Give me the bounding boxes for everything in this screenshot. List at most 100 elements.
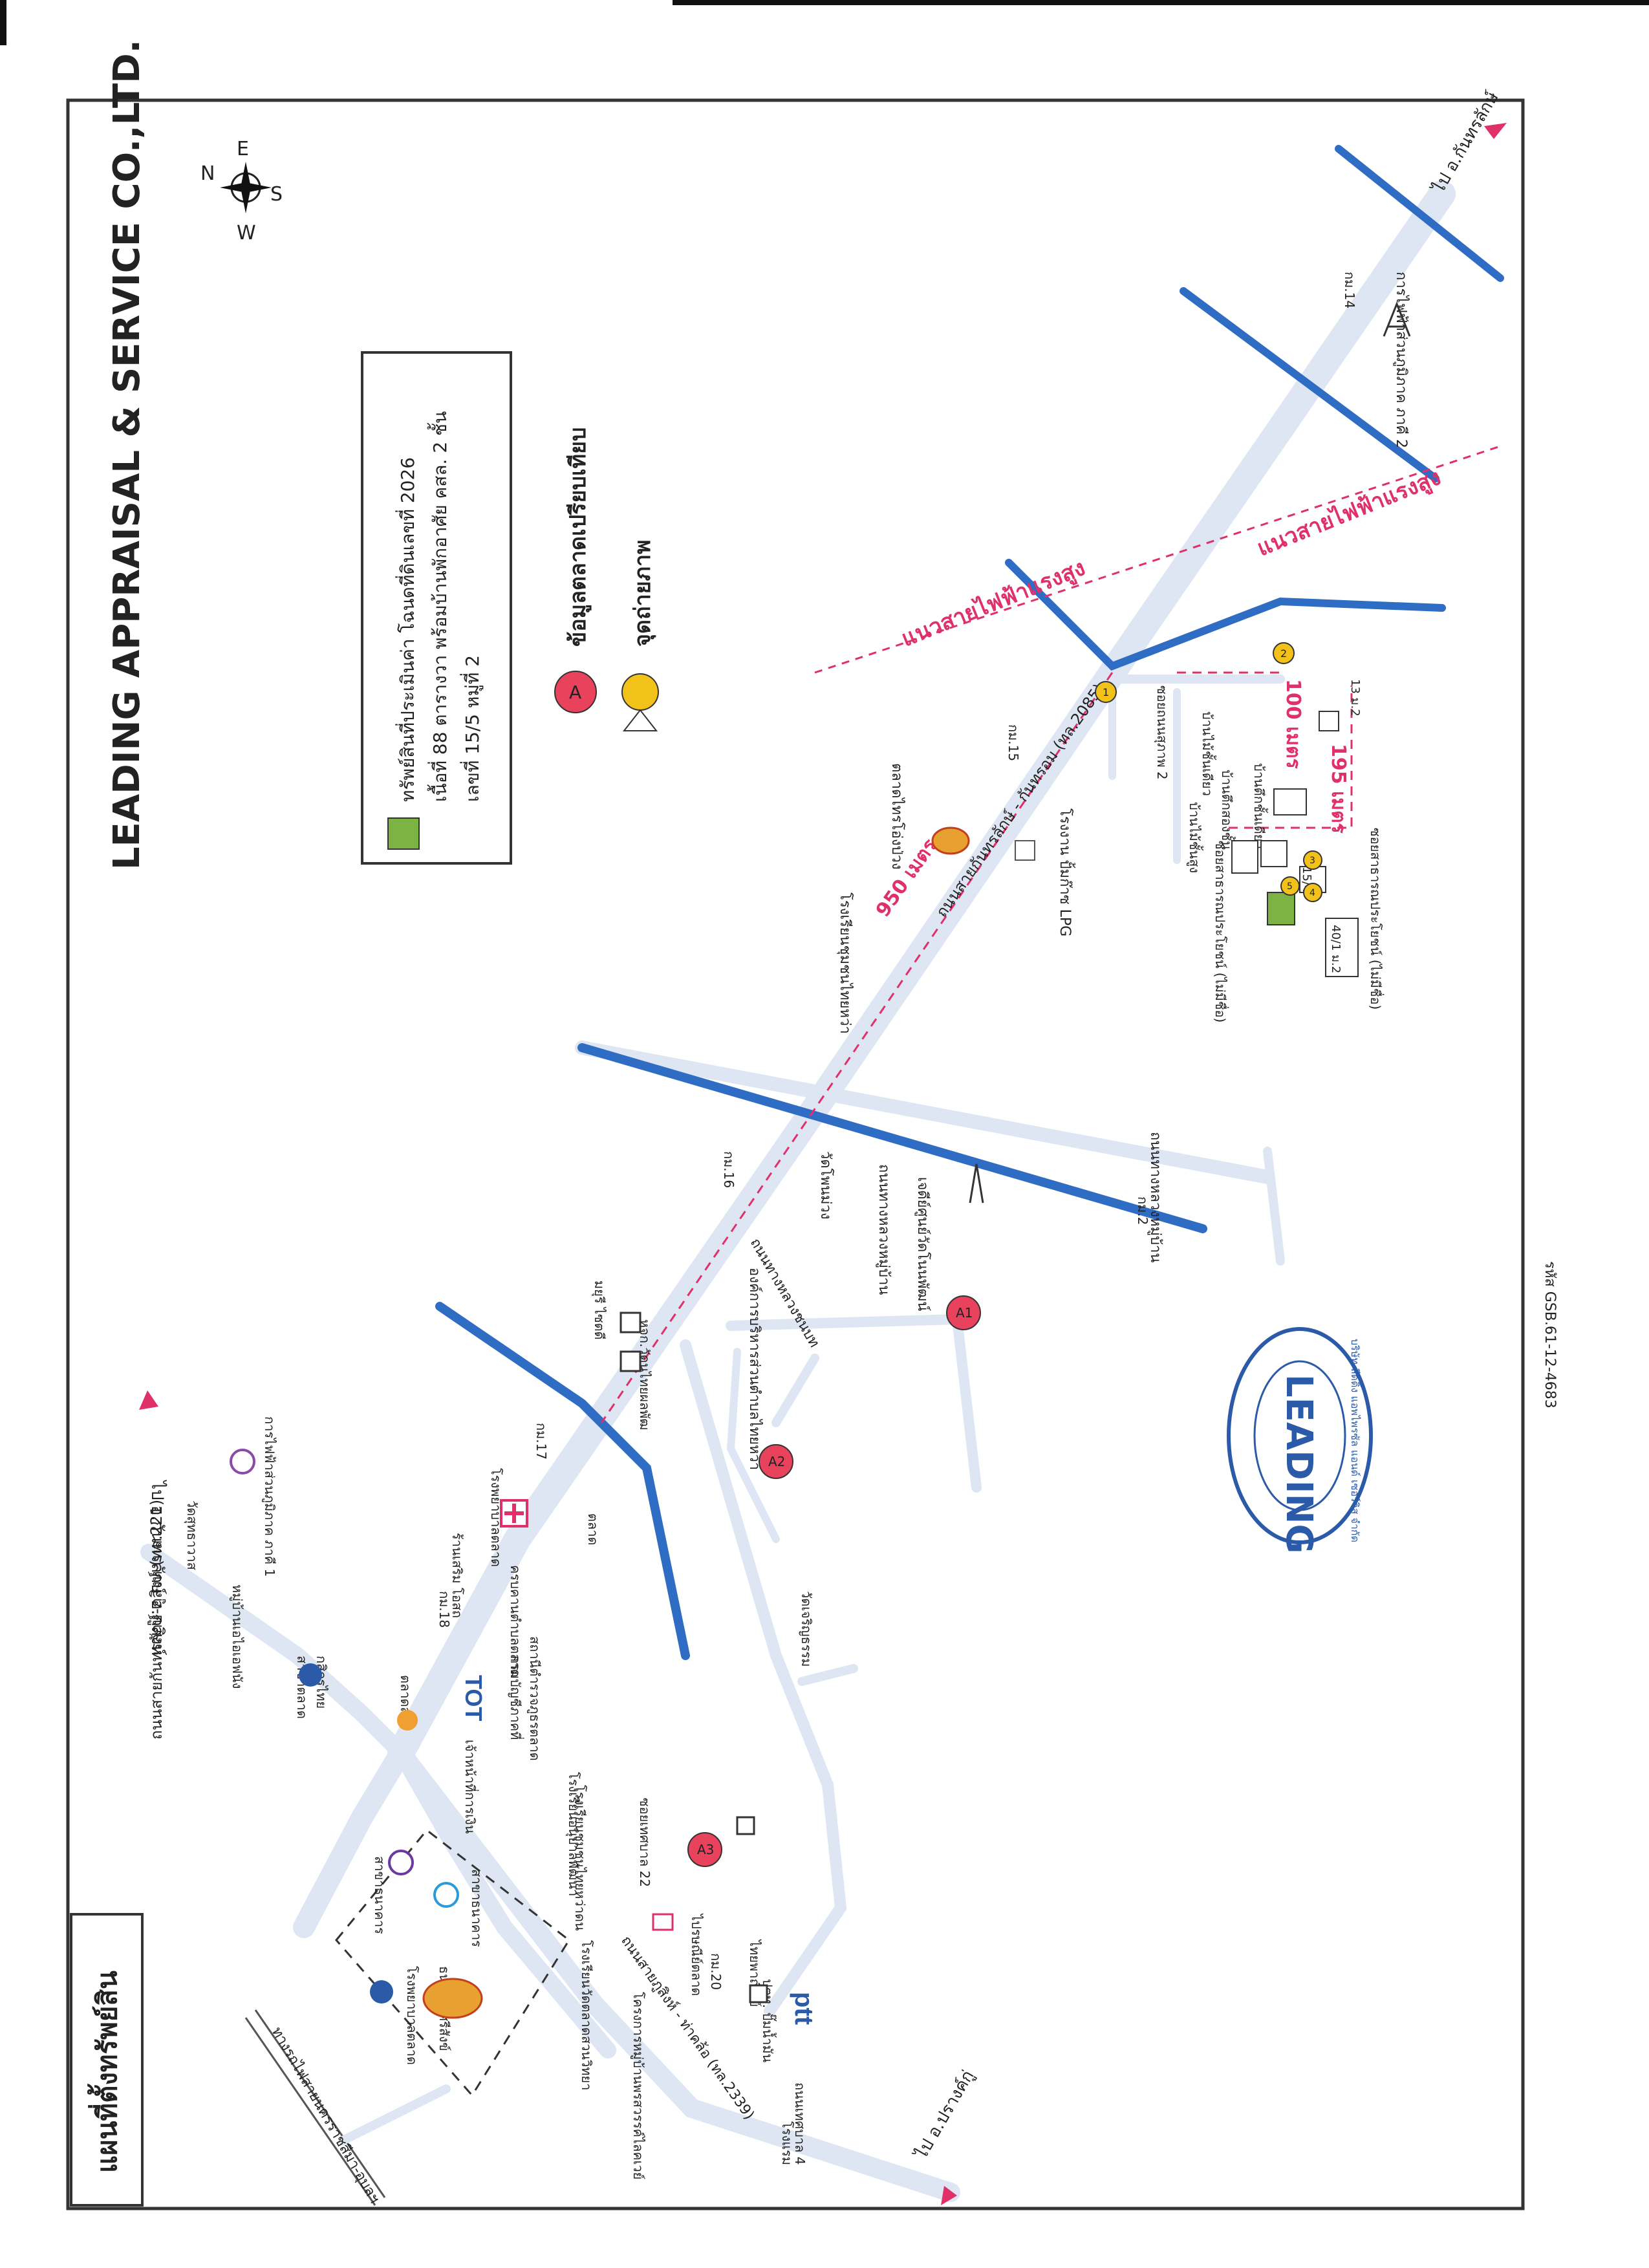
photo-point-1-label: 1 — [1103, 686, 1109, 698]
comparable-a1-label: A1 — [956, 1305, 973, 1321]
comparable-markers: A1 A2 A3 — [687, 1295, 981, 1867]
landmark-pea-1: การไฟฟ้าส่วนภูมิภาค ภาคี 1 — [261, 1416, 277, 1577]
km-18: กม.18 — [436, 1591, 452, 1628]
landmark-market: ตลาดไทรโอ่งป่วง — [889, 763, 905, 870]
legend-comparable: A ข้อมูลตลาดเปรียบเทียบ — [554, 427, 597, 713]
landmark-bank-1: สาขาธนาคาร — [372, 1856, 387, 1934]
company-name: LEADING APPRAISAL & SERVICE CO.,LTD. — [106, 39, 148, 870]
landmark-finance: เจ้าหน้าที่การเงิน — [462, 1740, 479, 1834]
compass-e: E — [237, 138, 249, 160]
comparable-a1 — [946, 1295, 981, 1330]
landmark-pharmacy: ร้านเสริม โอสถ — [449, 1533, 465, 1618]
photo-point-3-label: 3 — [1310, 856, 1315, 866]
photo-point-2-label: 2 — [1280, 647, 1287, 660]
landmark-hotel: โรงแรม — [779, 2121, 795, 2165]
landmark-house-wood: บ้านไม้ชั้นเดียว — [1200, 711, 1216, 796]
landmark-school-3: โรงเรียนวัดตลาดสวนวิทยา — [579, 1940, 594, 2090]
bank-icon — [299, 1663, 322, 1687]
arrow-se-icon — [941, 2186, 957, 2205]
landmark-lpg: โรงงาน ปั้มก๊าซ LPG — [1057, 808, 1075, 936]
title-box: แผนที่ตั้งทรัพย์สิน — [70, 1913, 144, 2207]
comparable-a3 — [687, 1832, 722, 1867]
ptt-logo: ptt — [790, 1992, 818, 2025]
photo-point-1 — [1095, 681, 1117, 703]
soi-label-3: ซอยสาธารณประโยชน์ (ไม่มีชื่อ) — [1368, 828, 1385, 1010]
photo-point-2 — [1273, 642, 1295, 664]
soi-label-1: ซอยถนนสุภาพ 2 — [1154, 686, 1170, 780]
shop-3-icon — [736, 1816, 755, 1835]
property-icon — [1267, 892, 1295, 925]
shop-icon — [620, 1312, 641, 1334]
legend: ทรัพย์สินที่ประเมินค่า โฉนดที่ดินเลขที่ … — [361, 351, 512, 865]
road-label-village-2: ถนนทางหลวงหมู่บ้าน — [1147, 1132, 1163, 1262]
km-20: กม.20 — [708, 1953, 724, 1990]
arrow-ne-icon — [1484, 123, 1507, 139]
scan-edge — [673, 0, 1649, 5]
tot-logo: TOT — [460, 1675, 487, 1721]
legend-property-line3: เลขที่ 15/5 หมู่ที่ 2 — [460, 655, 484, 802]
road-label-village: ถนนทางหลวงหมู่บ้าน — [876, 1164, 892, 1295]
photo-point-5 — [1280, 876, 1300, 896]
compass-w: W — [237, 222, 256, 244]
monument-icon — [397, 1710, 418, 1731]
km-15: กม.15 — [1006, 724, 1021, 761]
post-icon — [652, 1913, 674, 1931]
landmark-police: สถานีตำรวจภูธรตลาด — [526, 1636, 543, 1761]
km-markers: กม.14 กม.15 กม.16 กม.17 กม.18 กม.20 กม.2 — [436, 272, 1357, 1990]
bank-2-icon — [388, 1850, 414, 1875]
landmark-hospital-2: โรงพยาบาลตลาด — [404, 1966, 420, 2065]
map-icons: TOT ptt — [230, 301, 1411, 2025]
km-14: กม.14 — [1342, 272, 1357, 308]
arrow-n-icon — [139, 1390, 158, 1410]
market-icon — [422, 1978, 483, 2019]
legend-property-line2: เนื้อที่ 88 ตารางวา พร้อมบ้านพักอาศัย คส… — [427, 411, 451, 802]
soi-label-5: ถนนเทศบาล 4 — [792, 2082, 808, 2165]
comparable-a3-label: A3 — [697, 1842, 714, 1857]
shop-4-icon — [749, 1984, 768, 2003]
km-16: กม.16 — [721, 1151, 737, 1188]
route-line — [600, 672, 1114, 1423]
comparable-a2-label: A2 — [768, 1454, 785, 1469]
bank-4-icon — [370, 1980, 393, 2003]
compass-icon: N E S W — [200, 138, 283, 244]
landmark-stupa: เจดีย์ศูนย์วัดโนนพัฒน์ — [914, 1177, 931, 1312]
landmark-market-2: ตลาด — [585, 1513, 601, 1545]
distance-100: 100 เมตร — [1282, 679, 1304, 769]
legend-comparable-marker: A — [569, 682, 581, 703]
km-17: กม.17 — [534, 1423, 549, 1460]
soi-label-2: ซอยสาธารณประโยชน์ (ไม่มีชื่อ) — [1212, 841, 1229, 1022]
legend-photo-label: จุดถ่ายภาพ — [630, 539, 656, 647]
landmark-partnership: หจก.วัดนไทยผลพัฒ — [637, 1319, 652, 1430]
pea-icon — [230, 1449, 255, 1474]
market-2-icon — [931, 826, 970, 855]
comparable-a2 — [759, 1444, 793, 1479]
landmark-school-1: โรงเรียนชุมชนไทยหว่า — [837, 892, 854, 1034]
route-soi-195 — [1229, 686, 1353, 829]
soi-labels: ซอยถนนสุภาพ 2 ซอยสาธารณประโยชน์ (ไม่มีชื… — [637, 686, 1385, 2165]
lpg-icon — [1015, 840, 1035, 861]
landmarks: การไฟฟ้าส่วนภูมิภาค ภาคี 2 ตลาดไทรโอ่งป่… — [184, 272, 1410, 2179]
landmark-dept: กรมบัญชีภาคที่ — [508, 1656, 524, 1740]
stamp-text: บริษัท ลีดดิ้ง แอพไพรซัล แอนด์ เซอร์วิส … — [1349, 1339, 1363, 1542]
landmark-temple: วัดโพนม่วง — [817, 1151, 834, 1220]
landmark-temple-2: วัดเจริญธรรม — [799, 1591, 814, 1667]
photo-point-icon — [621, 673, 659, 711]
map-title: แผนที่ตั้งทรัพย์สิน — [87, 1971, 123, 2173]
pagoda-icon — [969, 1163, 984, 1204]
direction-label-2: ไป อ.กันทรลักษ์ อ.ภูสิงห์ — [147, 1480, 167, 1656]
soi-label-4: ซอยเทศบาล 22 — [637, 1798, 652, 1887]
landmark-house-2storey: บ้านตึกสองชั้น — [1219, 770, 1236, 850]
landmark-office: ครบคานตำบลตลาด — [508, 1565, 523, 1678]
landmark-tao: องค์การบริหารส่วนตำบลไทยหว่า — [746, 1268, 763, 1470]
road-label-main: ถนนสายกันทรลักษ์-ภูสิงห์ (ทล.221) — [147, 1500, 166, 1740]
house-number-3: 13 ม.2 — [1348, 679, 1362, 717]
comparable-marker-icon — [554, 671, 597, 713]
waterways — [435, 145, 1504, 1660]
landmark-pea-2: การไฟฟ้าส่วนภูมิภาค ภาคี 2 — [1393, 272, 1410, 448]
landmark-house-high: บ้านไม้ชั้นสูง — [1186, 802, 1203, 873]
legend-property-line1: ทรัพย์สินที่ประเมินค่า โฉนดที่ดินเลขที่ … — [395, 457, 418, 802]
scan-mark — [0, 0, 6, 45]
photo-point-4-label: 4 — [1310, 888, 1315, 898]
company-stamp: บริษัท ลีดดิ้ง แอพไพรซัล แอนด์ เซอร์วิส … — [1227, 1327, 1373, 1553]
